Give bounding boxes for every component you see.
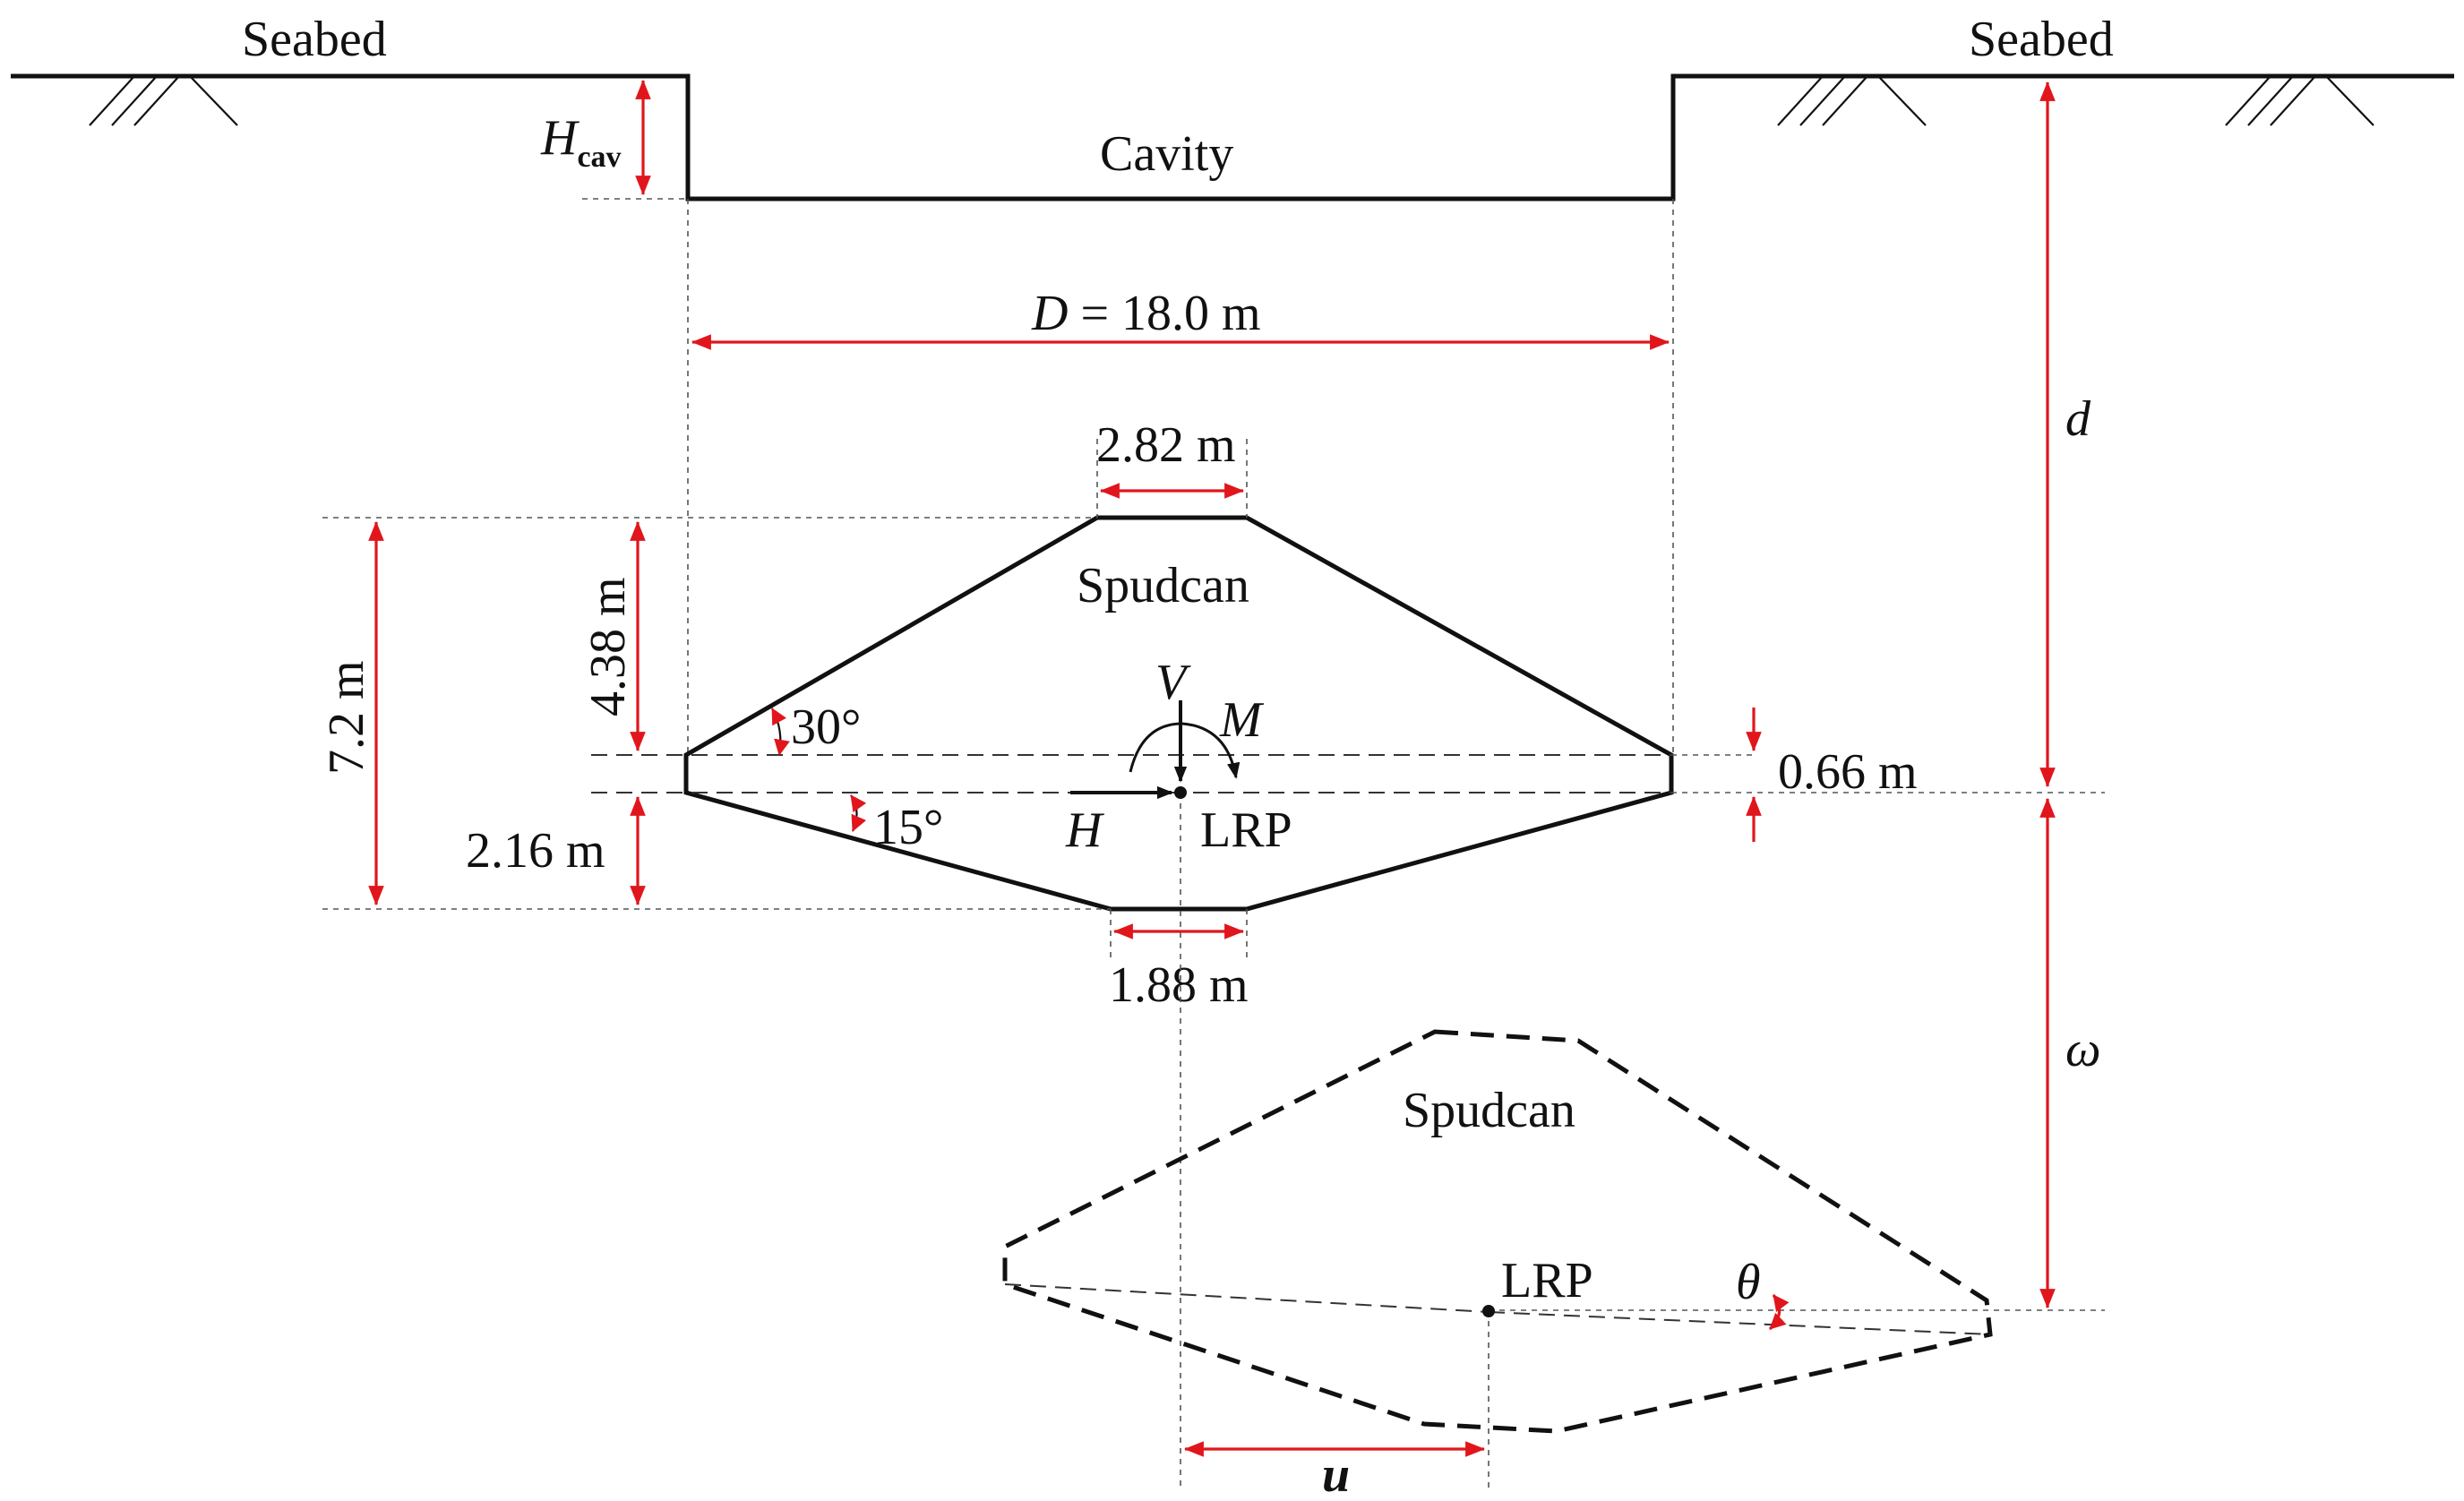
h-cav-label: Hcav [540,110,622,174]
theta-label: θ [1736,1255,1761,1310]
load-h-label: H [1065,802,1104,858]
upper-height-label: 4.38 m [580,577,636,716]
spudcan-label: Spudcan [1077,558,1249,613]
seabed-hatch-left [89,75,238,126]
displaced-spudcan-label: Spudcan [1403,1083,1575,1138]
angle-30-arc [771,708,790,756]
displaced-spudcan-outline [1002,1029,1993,1434]
load-m-arc [1129,722,1241,779]
lrp-label: LRP [1200,802,1292,858]
lower-height-label: 2.16 m [466,823,605,879]
seabed-hatch-right-2 [2225,75,2374,126]
theta-arc [1768,1294,1790,1331]
displaced-tilt-line-top [1004,1283,1490,1313]
depth-label: d [2065,391,2091,447]
seabed-cavity-profile [11,73,2454,202]
seabed-right-label: Seabed [1969,12,2114,67]
omega-label: ω [2065,1022,2101,1077]
load-m-label: M [1219,692,1265,748]
displaced-tilt-line-bottom [1488,1311,1991,1335]
cavity-label: Cavity [1100,126,1233,182]
bottom-width-label: 1.88 m [1109,957,1249,1013]
top-width-label: 2.82 m [1096,417,1236,473]
rim-height-label: 0.66 m [1778,744,1918,800]
load-v-label: V [1155,655,1191,710]
angle-30-label: 30° [791,699,861,755]
angle-15-label: 15° [873,800,943,855]
seabed-hatch-right-1 [1777,75,1927,126]
angle-15-arc [850,794,867,832]
total-height-label: 7.2 m [319,660,374,775]
displaced-lrp-point [1482,1305,1495,1317]
diameter-label: D = 18.0 m [1031,286,1261,341]
lrp-point [1174,786,1187,799]
seabed-left-label: Seabed [242,12,387,67]
u-label: u [1322,1447,1350,1497]
displaced-lrp-label: LRP [1501,1253,1593,1308]
